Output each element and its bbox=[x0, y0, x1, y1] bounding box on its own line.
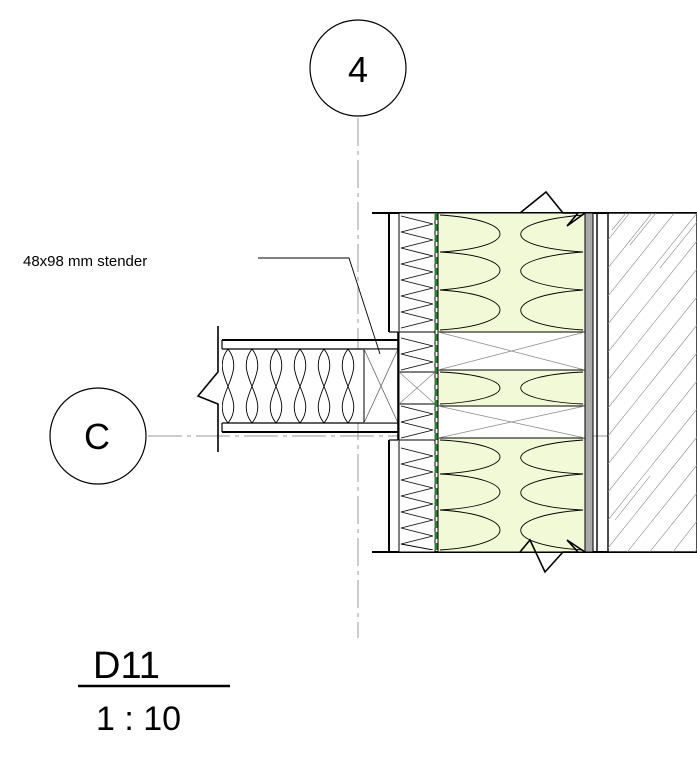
masonry-wall bbox=[607, 212, 697, 553]
outer-board-mineral-wool-icon bbox=[399, 215, 435, 550]
floor-insulation-area bbox=[222, 349, 362, 423]
stud-annotation-leader bbox=[258, 257, 381, 355]
wall-top-break-line-icon bbox=[519, 190, 586, 227]
grid-marker-4-label: 4 bbox=[348, 49, 368, 90]
detail-id: D11 bbox=[93, 645, 160, 687]
wall-insulation-area bbox=[437, 212, 586, 553]
wall-stud-upper-cross-icon bbox=[437, 331, 586, 371]
gypsum-board bbox=[584, 212, 594, 553]
stud-annotation: 48x98 mm stender bbox=[23, 253, 381, 355]
grid-marker-c-label: C bbox=[84, 416, 110, 457]
detail-title-block: D11 1 : 10 bbox=[78, 645, 230, 738]
grid-marker-c: C bbox=[49, 387, 147, 485]
wall-bottom-break-line-icon bbox=[519, 538, 586, 574]
wall-section bbox=[372, 190, 697, 574]
floor-stud-cross-icon bbox=[363, 348, 399, 424]
wall-insulation-mineral-wool-icon bbox=[439, 214, 584, 551]
floor-insulation-mineral-wool-icon bbox=[222, 349, 355, 423]
detail-scale: 1 : 10 bbox=[96, 700, 181, 738]
wall-stud-lower-cross-icon bbox=[437, 405, 586, 439]
outer-board-layer bbox=[398, 212, 436, 553]
masonry-hatched-masonry-icon bbox=[608, 213, 697, 552]
floor-break-line-icon bbox=[196, 326, 219, 452]
stud-annotation-label: 48x98 mm stender bbox=[23, 253, 147, 270]
floor-element bbox=[196, 326, 399, 452]
grid-marker-4: 4 bbox=[309, 19, 407, 117]
